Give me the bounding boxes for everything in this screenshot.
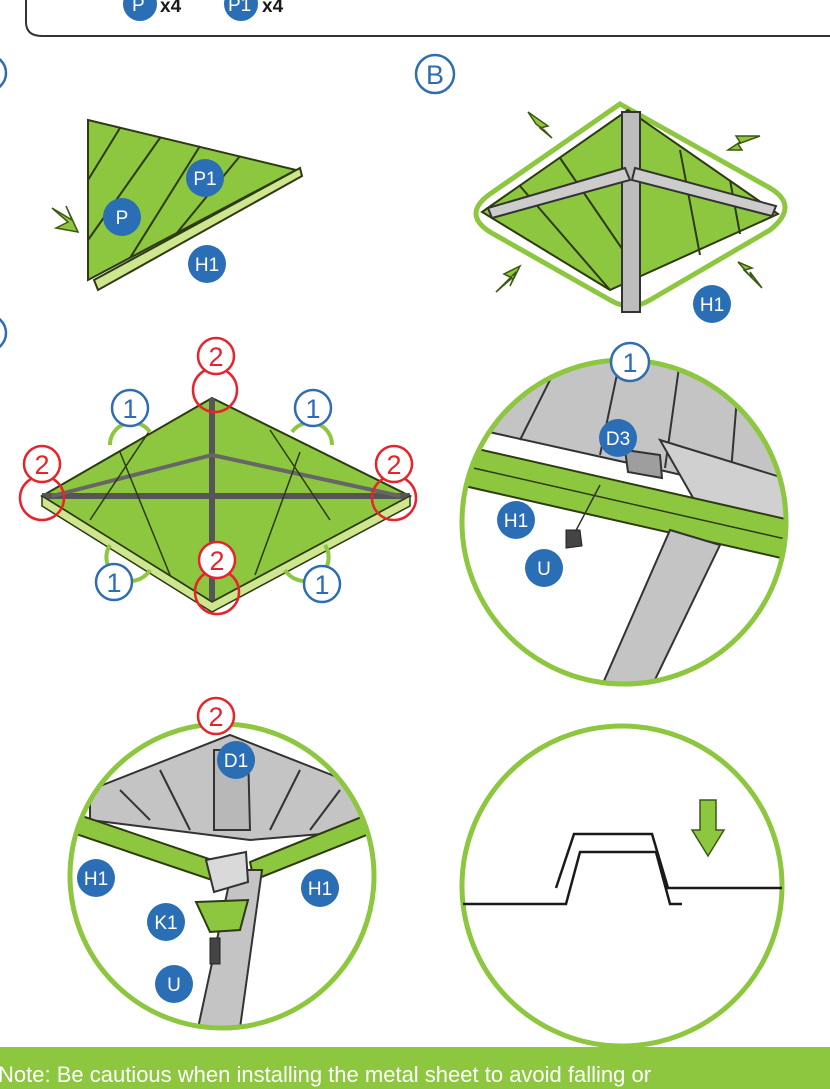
- callout-two-left: 2: [34, 450, 49, 480]
- badge-h1: [693, 285, 731, 323]
- badge-h1-label: H1: [700, 295, 724, 316]
- detail-3-profile: [459, 723, 785, 1049]
- note-bar: [0, 1047, 830, 1089]
- badge-d3: [599, 419, 637, 457]
- badge-h1: [497, 501, 535, 539]
- parts-box: P x4 P1 x4: [25, 0, 830, 37]
- callout-two-right: 2: [386, 450, 401, 480]
- callout-one-bl: 1: [106, 568, 121, 598]
- callout-two-top: 2: [208, 342, 223, 372]
- badge-u: [525, 549, 563, 587]
- part-qty-p1: x4: [262, 0, 284, 17]
- detail-1-callout: 1: [622, 348, 637, 378]
- part-badge-p1-label: P1: [228, 0, 251, 16]
- arrow-icon: [495, 264, 522, 293]
- badge-p1: [186, 159, 224, 197]
- badge-d1-label: D1: [224, 751, 248, 772]
- callout-one-tr: 1: [305, 394, 320, 424]
- post: [621, 111, 641, 313]
- bracket-k1: [194, 898, 250, 934]
- callout-one-tl: 1: [122, 394, 137, 424]
- badge-d3-label: D3: [606, 429, 630, 450]
- badge-h1-right-label: H1: [308, 879, 332, 900]
- badge-h1-label: H1: [504, 511, 528, 532]
- screw-icon: [565, 529, 583, 549]
- badge-h1-label: H1: [195, 255, 219, 276]
- badge-h1: [188, 245, 226, 283]
- badge-k1-label: K1: [154, 913, 177, 934]
- part-qty-p: x4: [160, 0, 182, 17]
- arrow-icon: [737, 261, 763, 289]
- badge-h1-left-label: H1: [84, 869, 108, 890]
- screw-icon: [209, 937, 221, 965]
- badge-u-label: U: [537, 559, 551, 580]
- step-marker-b: B: [414, 53, 456, 95]
- panel-b-roof: H1: [473, 101, 788, 323]
- arrow-icon: [527, 111, 553, 139]
- badge-h1-right: [301, 869, 339, 907]
- step-marker-c: [0, 317, 8, 349]
- arrow-icon: [51, 205, 80, 233]
- badge-d1: [217, 741, 255, 779]
- detail-2-callout: 2: [208, 702, 223, 732]
- detail-2: 2 D1 H1 H1 K1 U: [67, 696, 377, 1031]
- callout-one-br: 1: [314, 570, 329, 600]
- part-badge-p: [123, 0, 157, 21]
- detail-1: 1 D3 H1 U: [459, 341, 789, 687]
- part-badge-p-label: P: [132, 0, 145, 16]
- badge-p1-label: P1: [193, 169, 216, 190]
- badge-k1: [147, 903, 185, 941]
- bar-h1: [92, 166, 304, 292]
- step-marker-b-label: B: [426, 60, 444, 90]
- callout-two-bottom: 2: [209, 546, 224, 576]
- arrow-icon: [725, 135, 761, 151]
- step-marker-a: [0, 57, 8, 89]
- badge-h1-left: [77, 859, 115, 897]
- panel-a-sheet: P P1 H1: [51, 118, 304, 292]
- badge-p-label: P: [116, 208, 129, 229]
- badge-u: [155, 965, 193, 1003]
- arrow-down-icon: [690, 799, 726, 858]
- badge-u-label: U: [167, 975, 181, 996]
- panel-c-roof: 2 2 2 2 1 1 1 1: [18, 336, 418, 616]
- note-text: Note: Be cautious when installing the me…: [0, 1062, 652, 1087]
- badge-p: [103, 198, 141, 236]
- part-badge-p1: [224, 0, 258, 21]
